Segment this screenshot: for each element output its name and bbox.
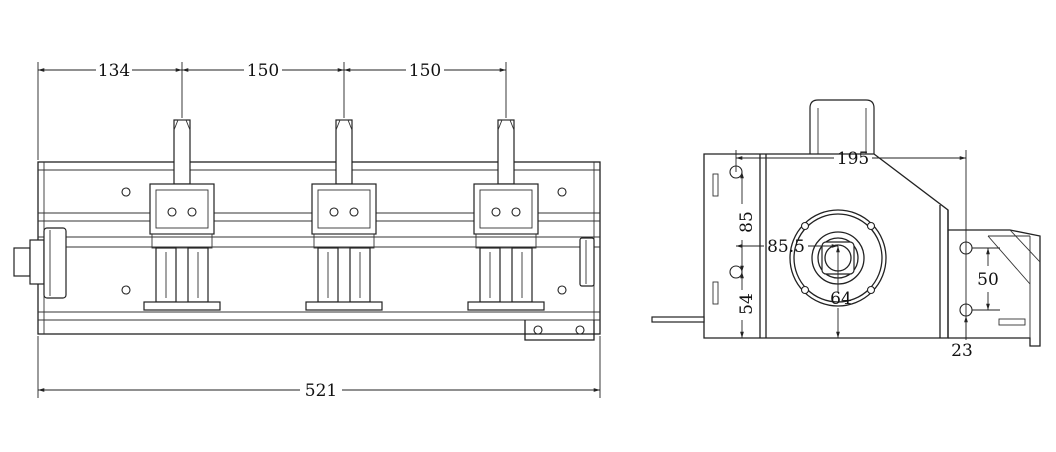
dim-top-middle: 150	[247, 61, 279, 81]
side-width-dimension: 195	[735, 149, 967, 340]
side-hole-height-dimension: 85	[737, 172, 757, 272]
side-center-offset-dimension: 85.5	[736, 237, 838, 257]
side-flange-dimension: 64	[830, 246, 852, 338]
switch-unit-2	[305, 119, 383, 311]
left-motor-end	[13, 227, 67, 299]
dim-center-offset: 85.5	[767, 237, 805, 257]
dim-overall-length: 521	[305, 381, 337, 401]
dim-bracket-offset: 23	[951, 341, 973, 361]
front-top-dimensions: 134 150 150	[37, 61, 507, 160]
switch-unit-3	[467, 119, 545, 311]
dim-bracket-spacing: 50	[977, 270, 999, 290]
side-top-knob	[809, 99, 875, 154]
housing-hole	[121, 285, 131, 295]
front-overall-dimension: 521	[37, 336, 601, 401]
front-bottom-tab	[524, 320, 595, 341]
side-flange	[789, 209, 887, 307]
right-end-cap	[579, 237, 595, 287]
dim-hole-height: 85	[737, 211, 757, 233]
side-view: 195 85 85.5 54 64	[651, 99, 1041, 361]
front-view: 134 150 150 521	[13, 61, 601, 401]
housing-hole	[121, 187, 131, 197]
dim-side-width: 195	[837, 149, 869, 169]
side-left-rod	[651, 316, 705, 323]
switch-unit-1	[143, 119, 221, 311]
housing-hole	[557, 285, 567, 295]
dim-bottom-offset: 54	[737, 293, 757, 315]
housing-hole	[557, 187, 567, 197]
side-bracket-offset-dimension: 23	[951, 316, 990, 361]
side-hole	[729, 265, 743, 279]
dim-flange-diameter: 64	[830, 289, 852, 309]
side-bracket-spacing-dimension: 50	[972, 247, 1000, 311]
side-bottom-offset-dimension: 54	[737, 272, 757, 338]
dim-top-left: 134	[98, 61, 130, 81]
dim-top-right: 150	[409, 61, 441, 81]
